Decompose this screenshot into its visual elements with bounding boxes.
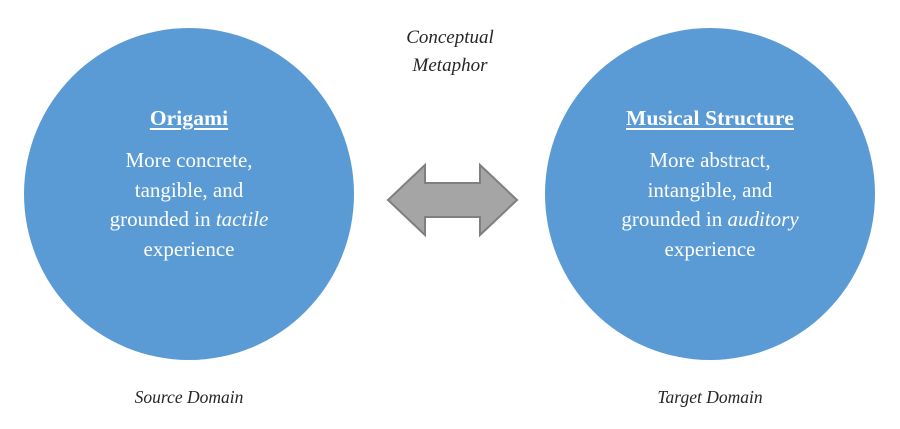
target-domain-caption: Target Domain <box>657 387 763 407</box>
source-domain-description: More concrete, tangible, and grounded in… <box>74 146 304 265</box>
source-desc-line-2: tangible, and <box>134 177 244 202</box>
target-desc-line-4: experience <box>664 237 756 262</box>
source-desc-line-4: experience <box>143 237 235 262</box>
source-desc-line-3-prefix: grounded in <box>109 207 216 232</box>
target-desc-line-1: More abstract, <box>649 147 771 172</box>
source-domain-circle: Origami More concrete, tangible, and gro… <box>24 28 354 360</box>
source-domain-title: Origami <box>149 106 229 130</box>
double-headed-arrow-icon <box>386 162 519 238</box>
source-domain-caption: Source Domain <box>134 387 244 407</box>
target-desc-line-3-prefix: grounded in <box>621 207 728 232</box>
conceptual-metaphor-line-1: Conceptual <box>406 27 494 48</box>
source-desc-line-1: More concrete, <box>125 147 253 172</box>
target-desc-emphasis: auditory <box>727 207 799 232</box>
target-domain-description: More abstract, intangible, and grounded … <box>595 146 825 265</box>
target-desc-line-2: intangible, and <box>647 177 773 202</box>
conceptual-metaphor-label: Conceptual Metaphor <box>0 24 900 79</box>
target-domain-title: Musical Structure <box>626 106 794 130</box>
conceptual-metaphor-line-2: Metaphor <box>412 54 488 76</box>
source-desc-emphasis: tactile <box>215 207 269 232</box>
target-domain-circle: Musical Structure More abstract, intangi… <box>545 28 875 360</box>
